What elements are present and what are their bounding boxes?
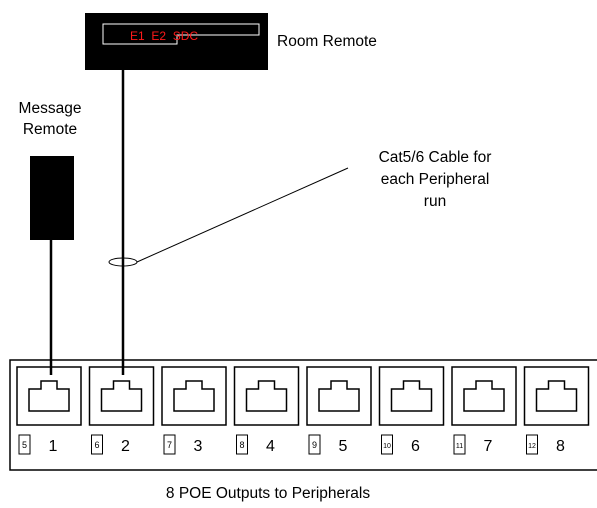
port-socket-frame	[16, 366, 82, 426]
port-socket-frame	[161, 366, 227, 426]
port-tag-number: 8	[239, 440, 244, 450]
rj45-jack-icon	[173, 380, 215, 412]
poe-port: 11 7	[451, 366, 517, 455]
rj45-jack-icon	[463, 380, 505, 412]
port-tag-number: 11	[456, 443, 463, 450]
poe-port: 10 6	[378, 366, 445, 455]
port-tag-number: 6	[94, 440, 99, 450]
room-remote-display-outline	[102, 23, 260, 45]
port-tag-box	[18, 434, 31, 455]
port-tag-box	[308, 434, 321, 455]
cable-note-line1: Cat5/6 Cable for	[378, 149, 492, 166]
room-remote: E1 E2 SDC	[85, 13, 268, 70]
port-tag-box	[236, 434, 248, 455]
cable-note-line3: run	[423, 193, 447, 210]
port-number-label: 6	[411, 438, 420, 455]
port-tag-number: 5	[22, 440, 27, 450]
port-number-label: 3	[194, 438, 203, 455]
port-socket-frame	[306, 366, 372, 426]
rj45-jack-icon	[535, 380, 578, 412]
port-tag-number: 12	[528, 443, 536, 450]
rj45-jack-icon	[28, 380, 70, 412]
port-tag-box	[453, 434, 466, 455]
rj45-jack-icon	[245, 380, 288, 412]
message-remote-label-line1: Message	[18, 100, 82, 117]
port-number-label: 4	[266, 438, 275, 455]
port-tag-box	[381, 434, 393, 455]
cable-note-leader-line	[136, 167, 349, 263]
port-number-label: 7	[484, 438, 493, 455]
port-tag-box	[91, 434, 103, 455]
poe-panel-frame	[9, 359, 597, 471]
rj45-jack-icon	[318, 380, 360, 412]
port-socket-frame	[378, 366, 445, 426]
port-tag-number: 9	[312, 440, 317, 450]
port-tag-number: 10	[383, 443, 391, 450]
port-socket-frame	[523, 366, 590, 426]
room-remote-display-text: E1 E2 SDC	[130, 29, 198, 43]
cable-note-line2: each Peripheral	[380, 171, 490, 188]
port-socket-frame	[88, 366, 155, 426]
port-number-label: 8	[556, 438, 565, 455]
rj45-jack-icon	[390, 380, 433, 412]
rj45-jack-icon	[100, 380, 143, 412]
message-remote-label-line2: Remote	[22, 121, 78, 138]
room-remote-label: Room Remote	[277, 33, 377, 50]
port-number-label: 1	[49, 438, 58, 455]
port-number-label: 5	[339, 438, 348, 455]
port-number-label: 2	[121, 438, 130, 455]
port-socket-frame	[233, 366, 300, 426]
port-tag-number: 7	[167, 440, 172, 450]
port-tag-box	[163, 434, 176, 455]
poe-port: 12 8	[523, 366, 590, 455]
message-remote-body	[30, 156, 74, 240]
poe-panel-caption: 8 POE Outputs to Peripherals	[165, 485, 371, 502]
port-tag-box	[526, 434, 538, 455]
port-socket-frame	[451, 366, 517, 426]
